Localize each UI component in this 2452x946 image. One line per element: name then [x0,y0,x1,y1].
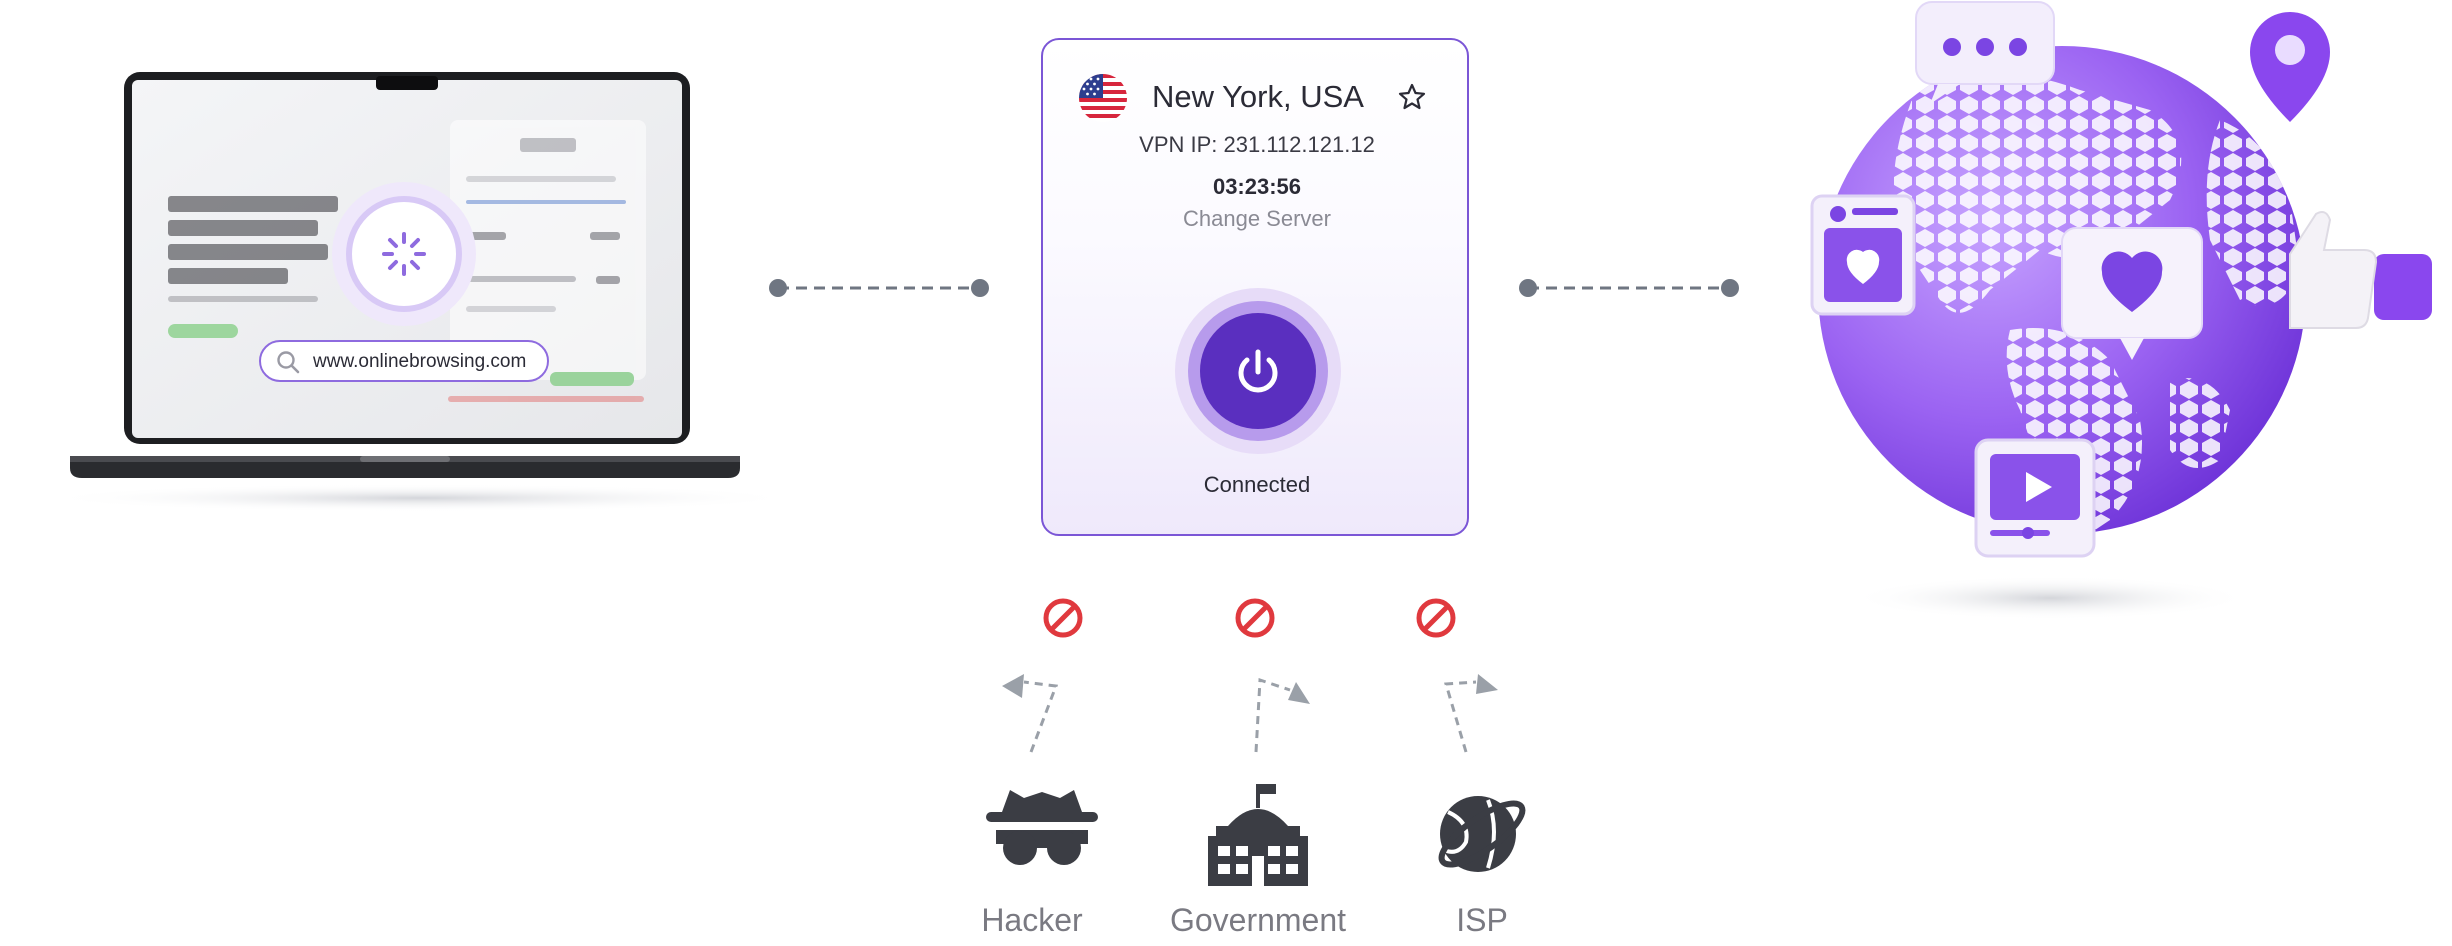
deflect-arrow-government [1254,677,1310,753]
block-sign-government-icon [1235,598,1275,638]
search-icon [277,351,300,374]
government-icon [1208,784,1308,886]
deflect-arrow-isp [1444,674,1498,753]
isp-globe-icon [1438,796,1526,872]
url-search-bar[interactable]: www.onlinebrowsing.com [259,340,549,382]
location-pin-icon [2250,12,2330,122]
deflect-arrow-hacker [1002,674,1059,753]
thumbs-up-icon [2289,211,2432,329]
connector-right [1519,279,1739,297]
url-text: www.onlinebrowsing.com [313,351,527,372]
loading-spinner-icon [382,232,426,276]
threat-label-hacker: Hacker [981,902,1083,938]
laptop [40,72,800,512]
block-sign-isp-icon [1416,598,1456,638]
globe-illustration [1810,1,2432,620]
connector-left [769,279,989,297]
laptop-notch [376,76,438,90]
block-sign-hacker-icon [1043,598,1083,638]
connection-status: Connected [1203,472,1311,497]
vpn-app-card: New York, USA VPN IP: 231.112.121.12 03:… [1041,38,1469,536]
change-server-link[interactable]: Change Server [1183,206,1331,231]
video-card-icon [1974,438,2096,558]
chat-bubble-icon [1915,1,2055,104]
profile-card-icon [1810,194,1916,316]
hacker-icon [986,790,1098,865]
power-icon [1238,349,1278,393]
threat-label-isp: ISP [1456,902,1508,938]
server-location: New York, USA [1152,79,1364,114]
favorite-star-icon[interactable] [1397,82,1427,112]
heart-bubble-icon [2061,227,2203,360]
connection-timer: 03:23:56 [1212,174,1302,199]
threat-label-government: Government [1169,902,1347,938]
power-button[interactable] [1175,288,1341,454]
us-flag-icon [1079,74,1127,122]
vpn-ip: VPN IP: 231.112.121.12 [1139,132,1375,157]
